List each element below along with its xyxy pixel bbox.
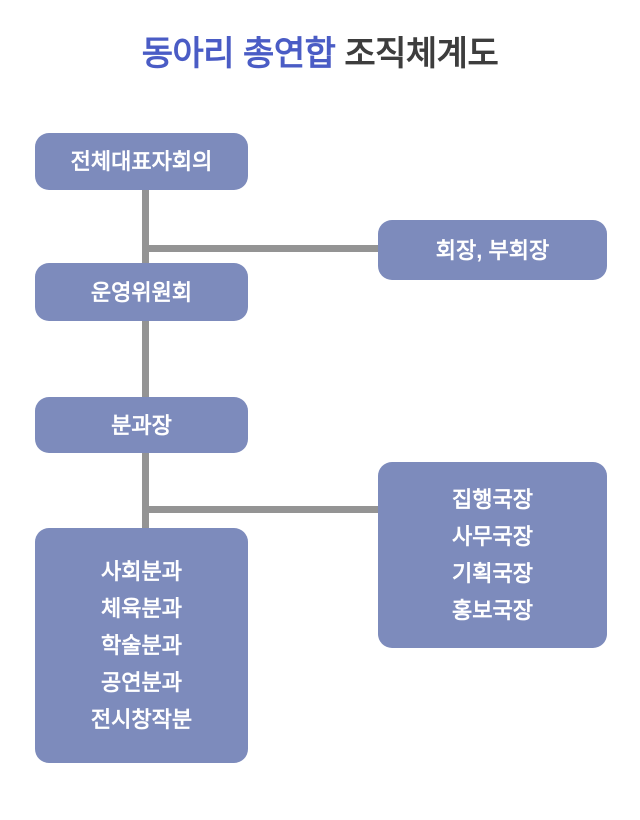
- title-rest: 조직체계도: [335, 35, 499, 73]
- node-divisions-line: 학술분과: [101, 633, 182, 658]
- node-steering-committee: 운영위원회: [35, 263, 248, 321]
- node-president: 회장, 부회장: [378, 220, 607, 280]
- node-steering-committee-label: 운영위원회: [90, 279, 193, 305]
- title-highlight: 동아리 총연합: [141, 35, 336, 73]
- node-divisions-line: 공연분과: [101, 670, 182, 695]
- node-president-label: 회장, 부회장: [435, 237, 550, 263]
- page-title: 동아리 총연합 조직체계도: [0, 26, 640, 75]
- connector-branch-to-directors: [142, 506, 378, 513]
- connector-branch-to-president: [142, 245, 378, 252]
- node-general-assembly: 전체대표자회의: [35, 133, 248, 190]
- node-divisions-line: 체육분과: [101, 596, 182, 621]
- node-divisions-line: 전시창작분: [90, 707, 193, 732]
- node-directors-line: 집행국장: [452, 487, 533, 512]
- connector-divhead-to-divisions: [142, 452, 149, 530]
- node-division-head-label: 분과장: [111, 412, 172, 438]
- node-divisions-line: 사회분과: [101, 559, 182, 584]
- node-general-assembly-label: 전체대표자회의: [70, 149, 213, 174]
- node-division-head: 분과장: [35, 397, 248, 453]
- node-divisions: 사회분과 체육분과 학술분과 공연분과 전시창작분: [35, 528, 248, 763]
- node-directors: 집행국장 사무국장 기획국장 홍보국장: [378, 462, 607, 648]
- connector-general-to-steering: [142, 188, 149, 266]
- node-directors-line: 홍보국장: [452, 598, 533, 623]
- node-directors-line: 기획국장: [452, 561, 533, 586]
- node-directors-line: 사무국장: [452, 524, 533, 549]
- connector-steering-to-divhead: [142, 320, 149, 398]
